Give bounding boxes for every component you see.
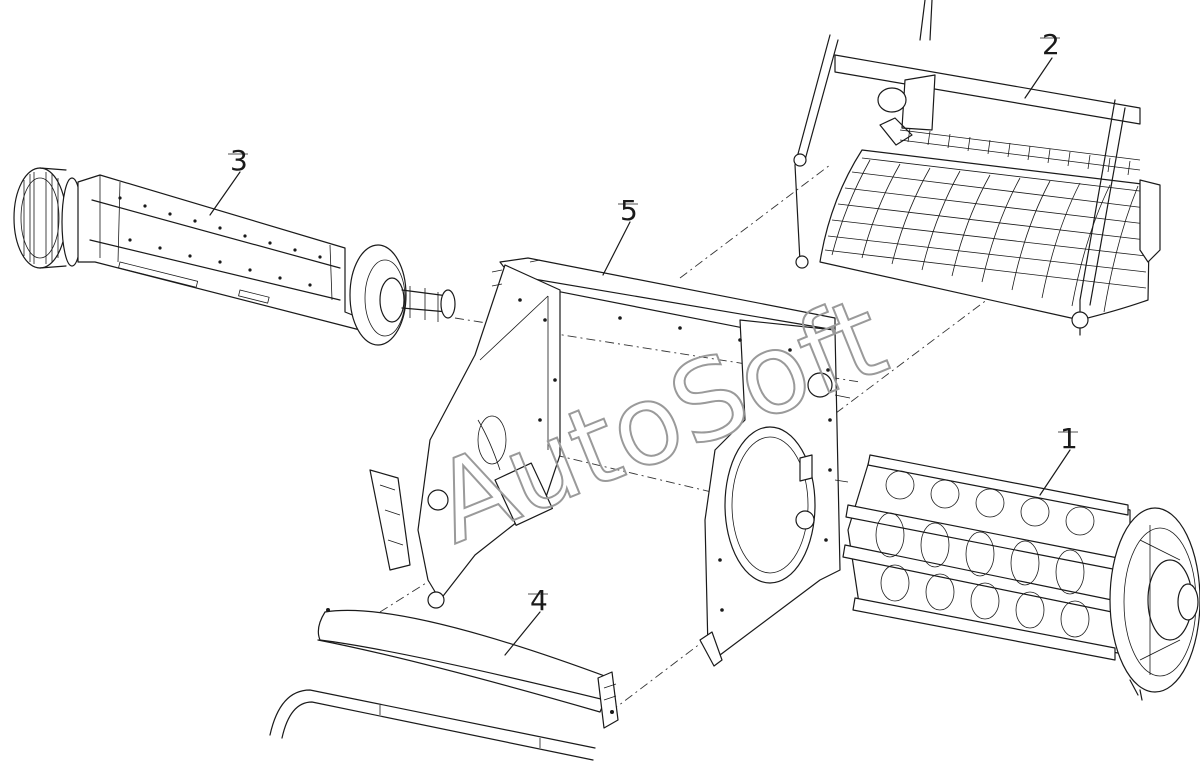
cylinder-spokes [875,470,1095,638]
part-4-cover [269,608,619,761]
callout-1: 1 [1060,422,1078,455]
frame-bolts [518,298,832,612]
callout-2: 2 [1042,28,1060,61]
part-3-drum [13,167,456,346]
callout-labels: 1 2 3 4 5 [230,28,1078,617]
part-2-concave [793,0,1161,336]
callout-leaders [209,37,1078,656]
part-1-cylinder [842,454,1200,701]
callout-4: 4 [530,584,548,617]
callout-5: 5 [620,194,638,227]
callout-3: 3 [230,144,248,177]
part-5-frame [369,257,851,667]
drum-rivet-holes [118,196,322,287]
